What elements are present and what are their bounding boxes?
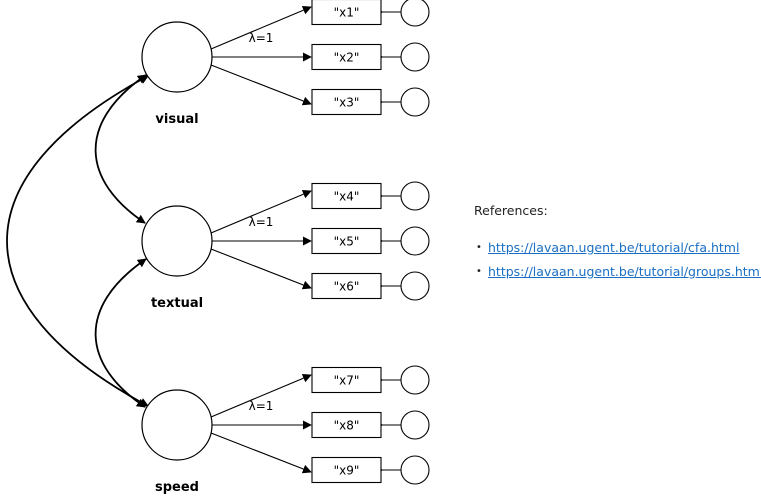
- indicator-label: "x7": [334, 374, 360, 388]
- residual-node: [400, 181, 430, 211]
- factor-node-speed: [141, 389, 213, 461]
- indicator-box: [311, 227, 382, 255]
- references-title: References:: [474, 203, 548, 218]
- residual-node: [400, 410, 430, 440]
- loading-arrow: [210, 248, 312, 290]
- indicator-label: "x1": [334, 6, 360, 20]
- loading-arrow: [210, 189, 312, 234]
- factor-node-textual: [141, 205, 213, 277]
- loading-label: λ=1: [249, 399, 274, 413]
- indicator-box: [311, 272, 382, 300]
- indicator-label: "x4": [334, 190, 360, 204]
- residual-node: [400, 226, 430, 256]
- indicator-box: [311, 456, 382, 484]
- residual-node: [400, 87, 430, 117]
- sem-path-diagram: λ=1 λ=1 λ=1 visual textual speed "x1" "x2" "x3"…: [6, 0, 430, 495]
- covariance-arrow: [94, 74, 147, 224]
- references-list: https://lavaan.ugent.be/tutorial/cfa.htm…: [474, 236, 761, 284]
- factor-label-speed: speed: [155, 480, 199, 495]
- indicator-box: [311, 366, 382, 394]
- loading-arrow: [210, 5, 312, 50]
- covariance-arrow: [94, 258, 147, 408]
- factor-label-visual: visual: [155, 112, 198, 127]
- indicator-label: "x2": [334, 51, 360, 65]
- indicator-label: "x3": [334, 96, 360, 110]
- factor-node-visual: [141, 21, 213, 93]
- references-panel: References: https://lavaan.ugent.be/tuto…: [474, 203, 761, 284]
- loading-arrow: [210, 64, 312, 106]
- reference-item: https://lavaan.ugent.be/tutorial/groups.…: [474, 260, 761, 284]
- indicator-box: [311, 43, 382, 71]
- covariance-arrow: [6, 75, 149, 407]
- residual-node: [400, 365, 430, 395]
- loading-arrow: [210, 432, 312, 474]
- factor-label-textual: textual: [151, 296, 203, 311]
- reference-item: https://lavaan.ugent.be/tutorial/cfa.htm…: [474, 236, 761, 260]
- reference-link-groups[interactable]: https://lavaan.ugent.be/tutorial/groups.…: [488, 264, 761, 279]
- loading-label: λ=1: [249, 31, 274, 45]
- indicator-label: "x6": [334, 280, 360, 294]
- indicator-label: "x5": [334, 235, 360, 249]
- indicator-box: [311, 88, 382, 116]
- loading-arrow: [210, 373, 312, 418]
- indicator-box: [311, 411, 382, 439]
- indicator-box: [311, 182, 382, 210]
- node-layer: visual textual speed "x1" "x2" "x3" "x4" "x5" "x…: [141, 0, 430, 495]
- residual-node: [400, 455, 430, 485]
- residual-node: [400, 42, 430, 72]
- indicator-box: [311, 0, 382, 26]
- loading-label: λ=1: [249, 215, 274, 229]
- residual-node: [400, 0, 430, 27]
- loading-layer: λ=1 λ=1 λ=1: [210, 5, 401, 474]
- residual-node: [400, 271, 430, 301]
- reference-link-cfa[interactable]: https://lavaan.ugent.be/tutorial/cfa.htm…: [488, 240, 740, 255]
- covariance-layer: [6, 74, 149, 408]
- indicator-label: "x8": [334, 419, 360, 433]
- indicator-label: "x9": [334, 464, 360, 478]
